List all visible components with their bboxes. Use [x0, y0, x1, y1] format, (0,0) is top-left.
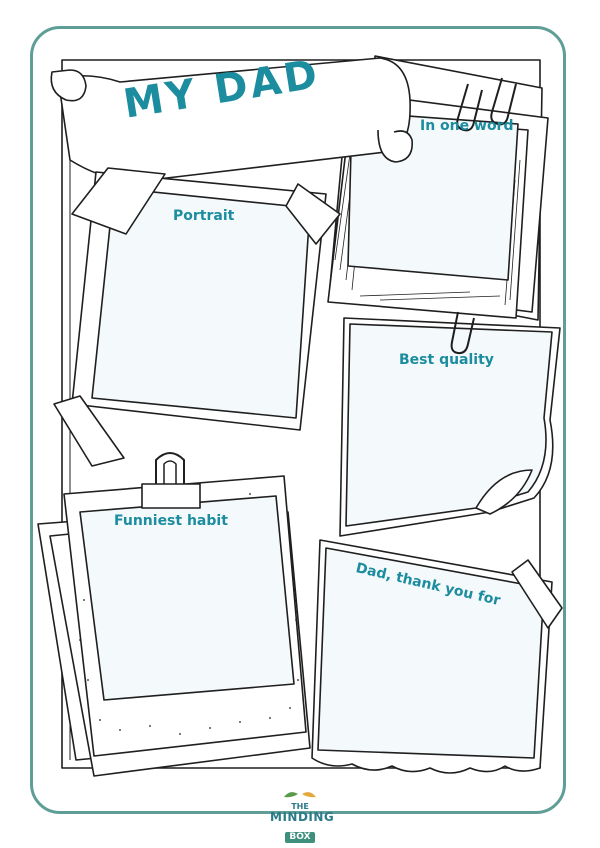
leaf-icon [284, 792, 316, 798]
quality-note-curl [475, 469, 533, 515]
logo-line-1: THE [291, 802, 309, 811]
prompt-best-quality: Best quality [399, 352, 494, 368]
tape-strip-icon [511, 559, 563, 629]
tape-strip-icon [71, 167, 166, 235]
tape-strip-icon [53, 395, 125, 467]
tape-strip-icon [285, 183, 341, 245]
logo-line-3: BOX [285, 832, 315, 843]
prompt-funniest-habit: Funniest habit [114, 513, 228, 529]
binder-clip-icon [141, 452, 201, 509]
thanks-area [317, 547, 545, 759]
paperclip-icon [490, 77, 517, 126]
paperclip-icon [450, 311, 475, 355]
portrait-area [91, 187, 311, 419]
logo-line-2: MINDING [270, 810, 335, 824]
paperclip-icon [456, 83, 483, 132]
habit-photo-stipple [79, 493, 299, 735]
prompt-portrait: Portrait [173, 208, 235, 224]
page-border [30, 26, 566, 814]
title-banner [50, 57, 413, 182]
habit-photo-area [79, 495, 295, 701]
prompt-in-one-word: In one word [420, 118, 514, 134]
brand-logo: THE MINDING BOX [270, 783, 335, 843]
